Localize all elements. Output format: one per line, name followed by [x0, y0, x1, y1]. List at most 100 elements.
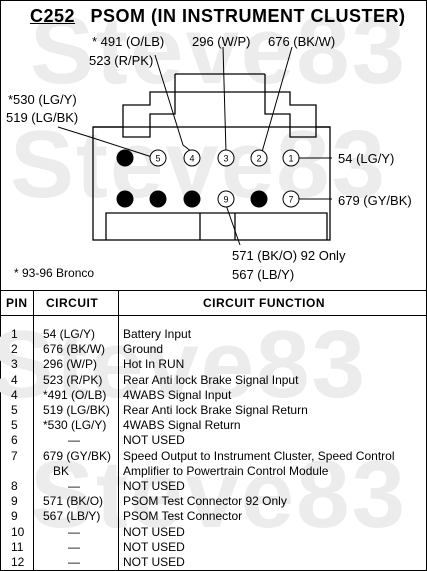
wire-label-676: 676 (BK/W)	[268, 34, 336, 49]
pin-number: 1	[288, 154, 293, 164]
pin-6-cavity	[116, 149, 134, 167]
row-circuit: —	[68, 524, 80, 539]
row-circuit: *491 (O/LB)	[43, 387, 107, 402]
row-pin: 9	[11, 494, 18, 509]
row-function: 4WABS Signal Input	[123, 387, 232, 402]
wire-label-523: 523 (R/PK)	[89, 53, 154, 68]
row-pin: 5	[11, 418, 18, 433]
wire-label-296: 296 (W/P)	[192, 34, 251, 49]
row-pin: 8	[11, 479, 18, 493]
pin-3: 3	[217, 149, 235, 167]
table-row: BK Amplifier to Powertrain Control Module	[0, 464, 427, 479]
row-pin: 4	[11, 372, 18, 387]
pin-4: 4	[183, 149, 201, 167]
row-pin: 11	[11, 539, 24, 554]
pin-9: 9	[217, 190, 235, 208]
table-row: 5 519 (LG/BK) Rear Anti lock Brake Signal …	[0, 403, 427, 418]
row-circuit: 296 (W/P)	[43, 357, 98, 372]
table-row: 11 — NOT USED	[0, 540, 427, 555]
connector-title: PSOM (IN INSTRUMENT CLUSTER)	[90, 6, 406, 26]
row-function: NOT USED	[123, 539, 185, 554]
table-row: 9 571 (BK/O) PSOM Test Connector 92 Only	[0, 494, 427, 509]
pin-5: 5	[149, 149, 167, 167]
row-circuit: —	[68, 433, 80, 448]
row-pin: 4	[11, 387, 18, 402]
leader-lines	[57, 46, 332, 246]
wire-label-679: 679 (GY/BK)	[338, 193, 412, 208]
row-function: NOT USED	[123, 524, 185, 539]
row-pin: 6	[11, 433, 18, 448]
table-row: 12 — NOT USED	[0, 555, 427, 570]
row-circuit: 54 (LG/Y)	[43, 327, 96, 341]
row-function: Battery Input	[123, 327, 192, 341]
pin-number: 4	[189, 154, 194, 164]
row-circuit: 523 (R/PK)	[43, 372, 103, 387]
pin-1: 1	[282, 149, 300, 167]
filled-cavity	[149, 190, 167, 208]
table-row: 6 — NOT USED	[0, 433, 427, 448]
wire-label-519: 519 (LG/BK)	[6, 110, 79, 125]
page-title: C252 PSOM (IN INSTRUMENT CLUSTER)	[30, 6, 406, 27]
row-circuit: —	[68, 555, 80, 569]
table-row: 4 523 (R/PK) Rear Anti lock Brake Signal I…	[0, 373, 427, 388]
row-pin: 9	[11, 509, 18, 524]
row-circuit: —	[68, 479, 80, 493]
filled-cavity	[183, 190, 201, 208]
row-function: Ground	[123, 342, 164, 357]
row-circuit: *530 (LG/Y)	[43, 418, 107, 433]
row-circuit: 676 (BK/W)	[43, 342, 106, 357]
row-function: Amplifier to Powertrain Control Module	[123, 463, 329, 478]
row-circuit: BK	[53, 463, 70, 478]
row-circuit: —	[68, 539, 80, 554]
row-function: 4WABS Signal Return	[123, 418, 241, 433]
wire-label-54: 54 (LG/Y)	[338, 151, 395, 166]
row-pin: 2	[11, 342, 18, 357]
wire-label-567: 567 (LB/Y)	[232, 267, 295, 282]
row-pin: 1	[11, 327, 18, 341]
wire-label-491: * 491 (O/LB)	[92, 34, 165, 49]
table-row: 4 *491 (O/LB) 4WABS Signal Input	[0, 388, 427, 403]
row-function: PSOM Test Connector 92 Only	[123, 494, 287, 509]
pin-number: 9	[223, 195, 228, 205]
header-circuit: CIRCUIT	[46, 296, 99, 310]
column-divider	[33, 290, 34, 571]
row-circuit: 519 (LG/BK)	[43, 403, 110, 417]
row-function: Rear Anti lock Brake Signal Input	[123, 372, 299, 387]
row-circuit: 571 (BK/O)	[43, 494, 104, 509]
row-pin: 12	[11, 555, 25, 569]
filled-cavity	[250, 190, 268, 208]
table-row: 2 676 (BK/W) Ground	[0, 342, 427, 357]
pin-number: 5	[155, 154, 160, 164]
connector-body	[92, 126, 331, 241]
pin-number: 7	[288, 195, 293, 205]
row-function: PSOM Test Connector	[123, 509, 243, 524]
table-row: 5 *530 (LG/Y) 4WABS Signal Return	[0, 418, 427, 433]
footnote: * 93-96 Bronco	[14, 266, 95, 280]
table-row: 8 — NOT USED	[0, 479, 427, 494]
row-function: Rear Anti lock Brake Signal Return	[123, 403, 308, 417]
row-pin: 3	[11, 357, 18, 372]
row-function: NOT USED	[123, 555, 185, 569]
row-circuit: 679 (GY/BK)	[43, 448, 112, 463]
row-function: NOT USED	[123, 479, 185, 493]
row-circuit: 567 (LB/Y)	[43, 509, 101, 524]
wire-label-571: 571 (BK/O) 92 Only	[232, 248, 346, 263]
pin-7: 7	[282, 190, 300, 208]
column-divider	[118, 290, 119, 571]
row-pin: 5	[11, 403, 18, 417]
wire-label-530: *530 (LG/Y)	[8, 92, 77, 107]
top-row-pins: 5 4 3 2 1	[149, 149, 300, 167]
header-pin: PIN	[6, 296, 28, 310]
row-function: NOT USED	[123, 433, 185, 448]
row-function: Speed Output to Instrument Cluster, Spee…	[123, 448, 395, 463]
table-header: PIN CIRCUIT CIRCUIT FUNCTION	[0, 290, 427, 316]
table-row: 10—NOT USED	[0, 525, 427, 540]
pin-2: 2	[250, 149, 268, 167]
pin-number: 2	[256, 154, 261, 164]
table-row: 9 567 (LB/Y) PSOM Test Connector	[0, 509, 427, 524]
filled-cavity	[116, 190, 134, 208]
pin-number: 3	[223, 154, 228, 164]
